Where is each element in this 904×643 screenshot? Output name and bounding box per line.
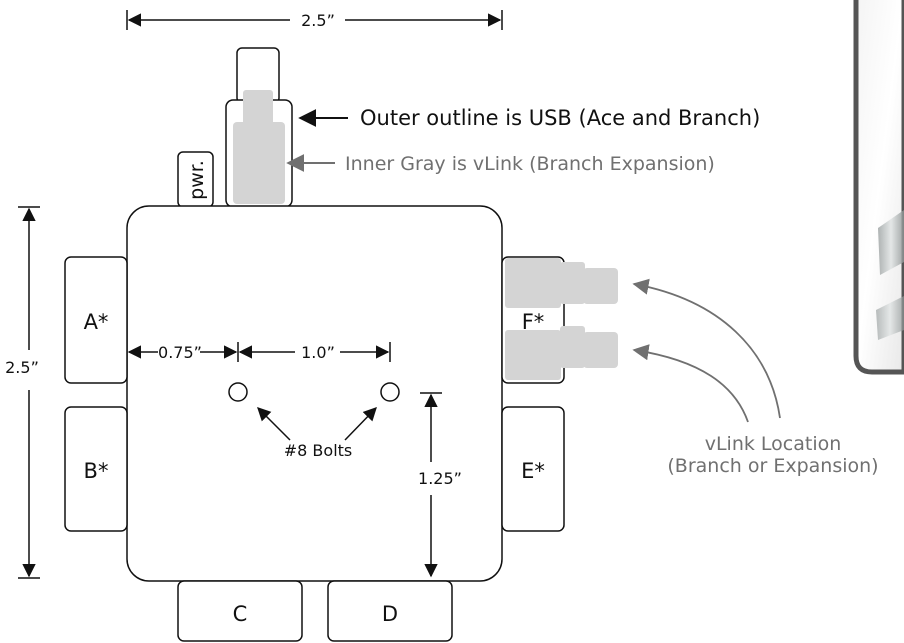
bolt-to-bottom-label: 1.25” (418, 469, 462, 488)
outer-outline-label: Outer outline is USB (Ace and Branch) (360, 106, 760, 130)
bolt-hole-left (228, 382, 248, 402)
vlink-connector-top (233, 90, 285, 204)
power-port: pwr. (177, 151, 214, 208)
port-e-label: E* (521, 459, 545, 483)
vlink-location-label: vLink Location (705, 433, 842, 455)
port-b-label: B* (84, 459, 109, 483)
port-b: B* (64, 406, 128, 532)
bolt-to-bottom-dimension: 1.25” (418, 392, 462, 578)
left-dimension-label: 2.5” (5, 358, 39, 377)
bolt-hole-right (380, 382, 400, 402)
top-dimension-label: 2.5” (301, 11, 335, 30)
power-label: pwr. (186, 160, 208, 200)
port-a-label: A* (84, 310, 109, 334)
vlink-location-callout: vLink Location (Branch or Expansion) (632, 278, 879, 477)
outer-outline-callout: Outer outline is USB (Ace and Branch) (298, 106, 760, 130)
top-dimension: 2.5” (126, 10, 503, 30)
port-c-label: C (233, 602, 248, 626)
inner-gray-label: Inner Gray is vLink (Branch Expansion) (345, 153, 715, 175)
port-f: F* (501, 256, 618, 384)
left-to-bolt-dimension: 0.75” (127, 342, 239, 362)
enclosure-body (126, 205, 503, 582)
vlink-connector-upper (505, 258, 561, 308)
vlink-connector-lower (505, 330, 561, 380)
port-a: A* (64, 256, 128, 384)
left-dimension: 2.5” (5, 206, 40, 579)
vlink-location-sublabel: (Branch or Expansion) (667, 455, 878, 477)
left-to-bolt-label: 0.75” (158, 343, 202, 362)
bolts-callout: #8 Bolts (257, 407, 377, 460)
port-e: E* (501, 406, 565, 532)
bolt-spacing-label: 1.0” (301, 343, 335, 362)
port-d-label: D (382, 602, 398, 626)
port-c: C (177, 580, 303, 642)
bolt-spacing-dimension: 1.0” (238, 342, 391, 362)
port-d: D (327, 580, 453, 642)
photo-frame (853, 0, 904, 375)
bolts-label: #8 Bolts (284, 441, 353, 460)
port-f-label: F* (522, 310, 545, 334)
inner-gray-callout: Inner Gray is vLink (Branch Expansion) (286, 153, 715, 175)
